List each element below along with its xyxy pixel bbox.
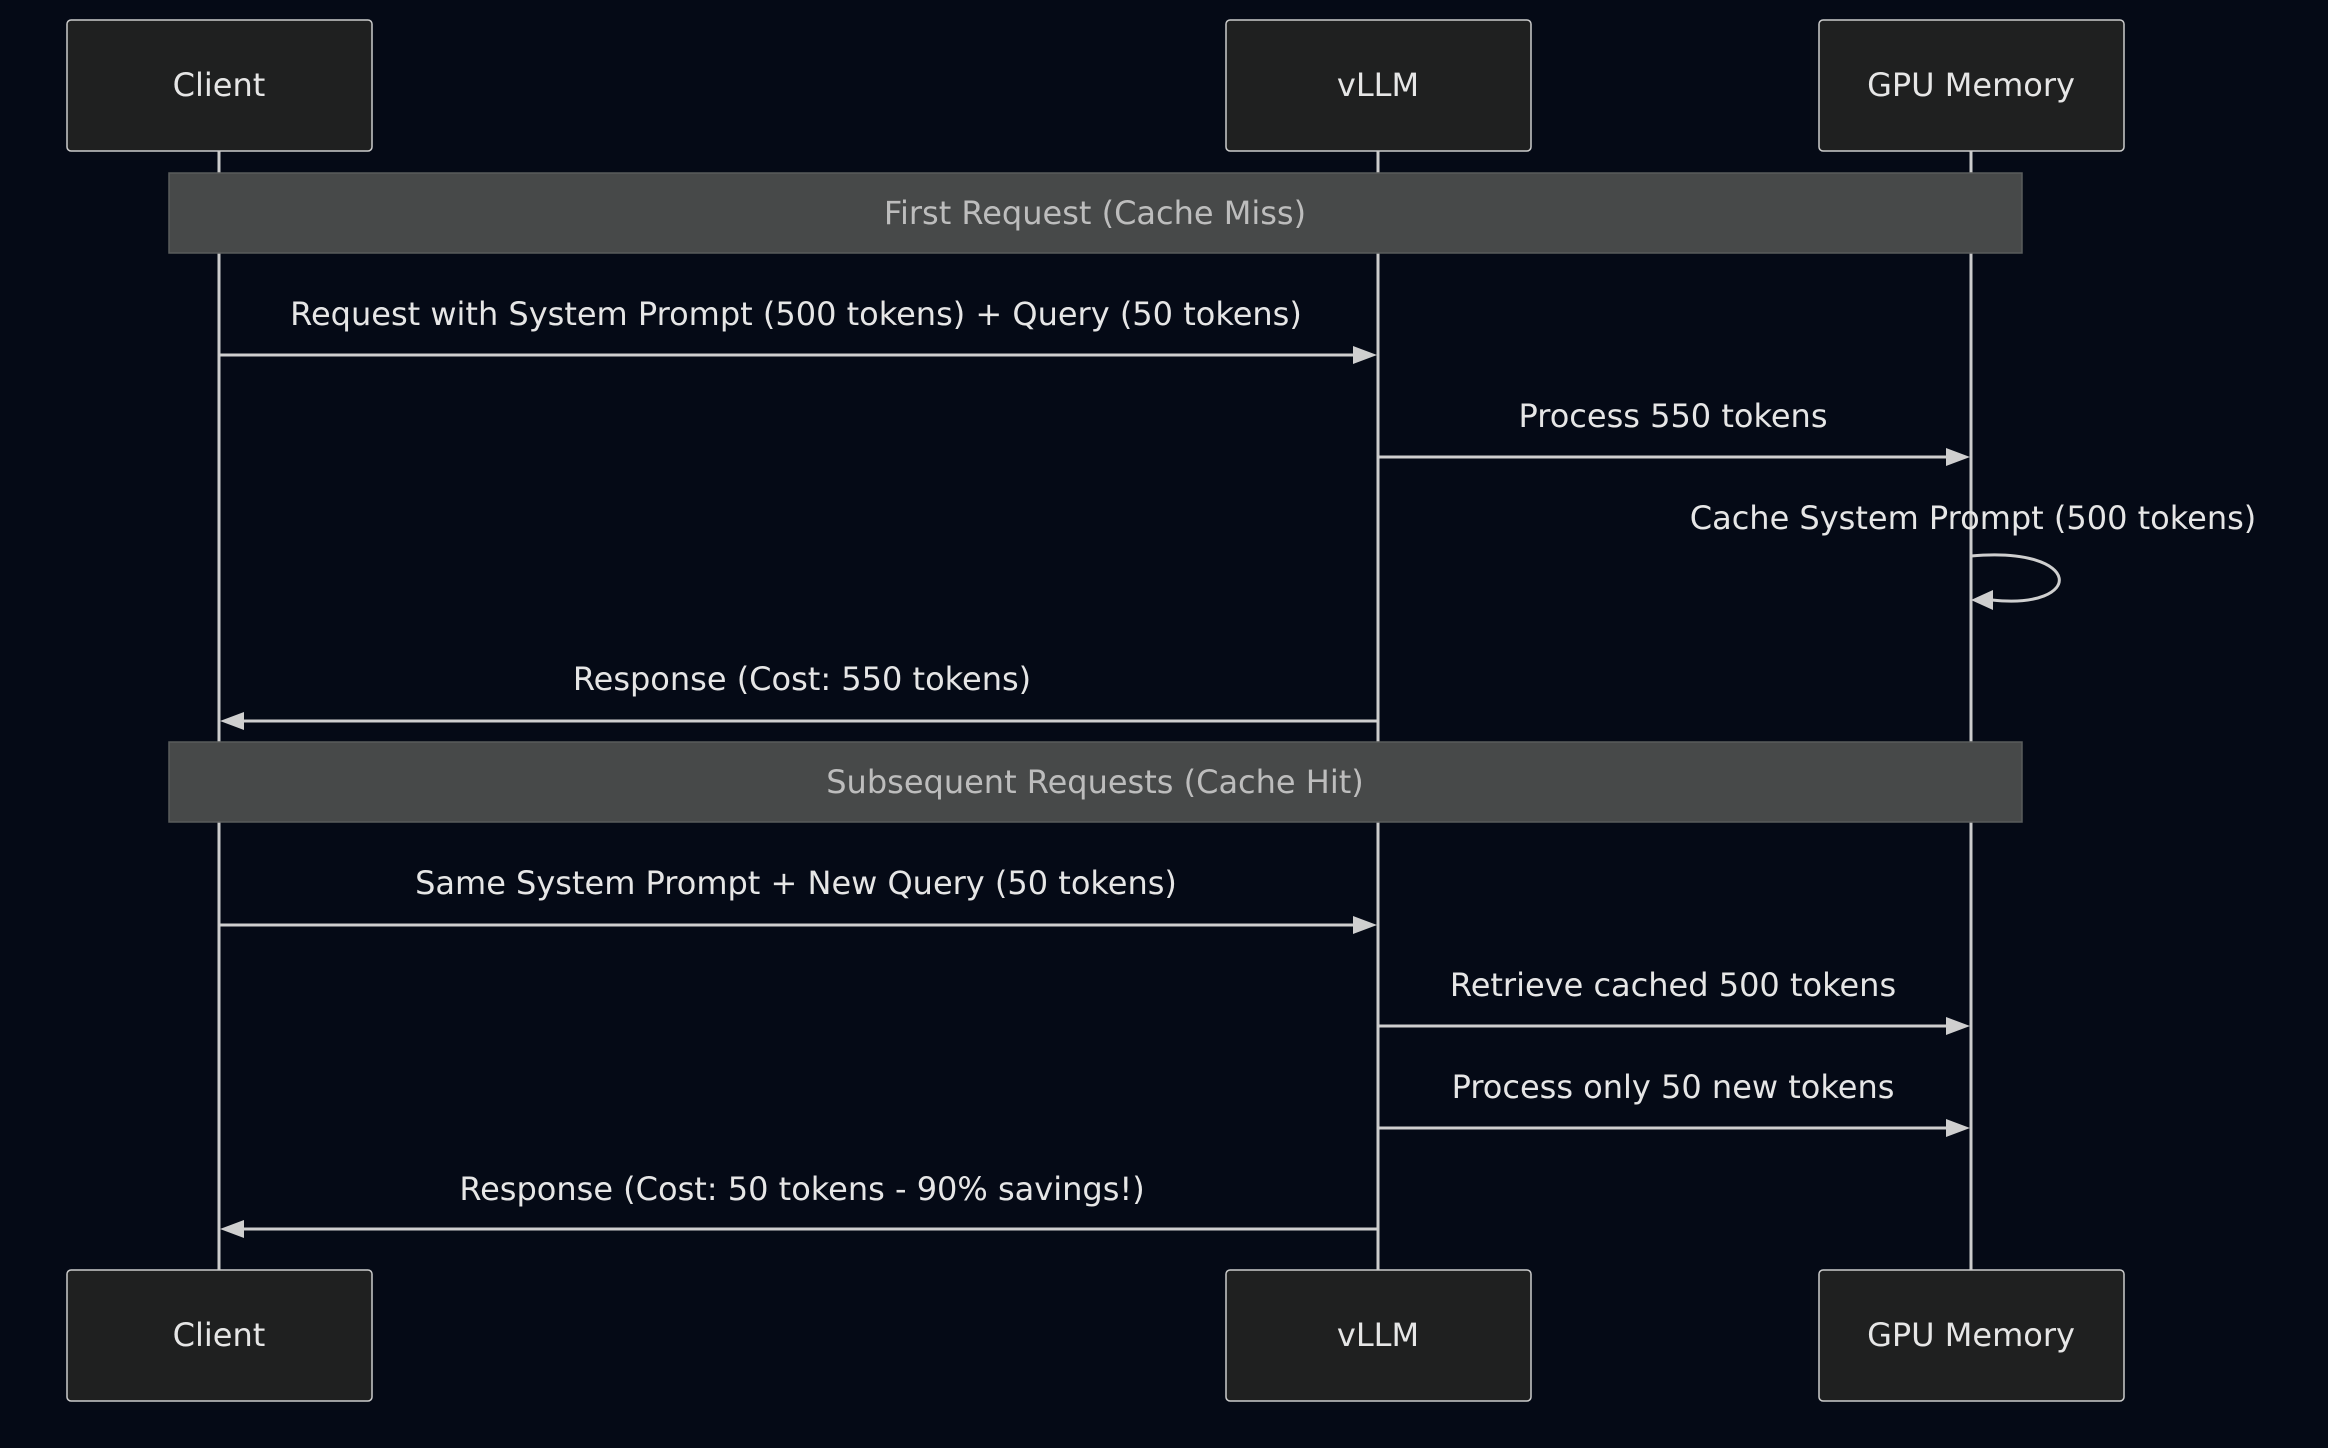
note-first-request: First Request (Cache Miss)	[168, 172, 2023, 254]
arrow-head	[220, 712, 244, 730]
message-label: Response (Cost: 550 tokens)	[573, 660, 1031, 698]
note-label: First Request (Cache Miss)	[884, 194, 1306, 232]
actor-label: vLLM	[1337, 1316, 1419, 1354]
note-label: Subsequent Requests (Cache Hit)	[826, 763, 1364, 801]
message-label: Process 550 tokens	[1519, 397, 1828, 435]
actor-label: GPU Memory	[1867, 66, 2075, 104]
actor-vllm-top[interactable]: vLLM	[1225, 19, 1532, 152]
arrow-head	[220, 1220, 244, 1238]
actor-gpu-memory-bottom[interactable]: GPU Memory	[1818, 1269, 2125, 1402]
actor-label: GPU Memory	[1867, 1316, 2075, 1354]
message-process-550: Process 550 tokens	[1378, 397, 1970, 466]
arrow-head	[1946, 1017, 1970, 1035]
arrow-head	[1353, 916, 1377, 934]
message-same-system-prompt: Same System Prompt + New Query (50 token…	[219, 864, 1377, 934]
message-label: Same System Prompt + New Query (50 token…	[415, 864, 1177, 902]
message-label: Response (Cost: 50 tokens - 90% savings!…	[459, 1170, 1144, 1208]
message-label: Request with System Prompt (500 tokens) …	[290, 295, 1302, 333]
message-response-50: Response (Cost: 50 tokens - 90% savings!…	[220, 1170, 1378, 1238]
actor-vllm-bottom[interactable]: vLLM	[1225, 1269, 1532, 1402]
note-subsequent-requests: Subsequent Requests (Cache Hit)	[168, 741, 2023, 823]
arrow-head	[1971, 590, 1993, 610]
message-retrieve-cached: Retrieve cached 500 tokens	[1378, 966, 1970, 1035]
actor-gpu-memory-top[interactable]: GPU Memory	[1818, 19, 2125, 152]
arrow-head	[1946, 448, 1970, 466]
actor-label: Client	[173, 1316, 266, 1354]
message-label: Process only 50 new tokens	[1452, 1068, 1895, 1106]
actor-label: Client	[173, 66, 266, 104]
actor-client-top[interactable]: Client	[66, 19, 373, 152]
message-response-550: Response (Cost: 550 tokens)	[220, 660, 1378, 730]
message-process-50-new: Process only 50 new tokens	[1378, 1068, 1970, 1137]
actor-client-bottom[interactable]: Client	[66, 1269, 373, 1402]
message-label: Cache System Prompt (500 tokens)	[1690, 499, 2257, 537]
message-request-system-prompt: Request with System Prompt (500 tokens) …	[219, 295, 1377, 364]
self-loop	[1970, 553, 2061, 603]
message-cache-system-prompt: Cache System Prompt (500 tokens)	[1690, 499, 2257, 610]
arrow-head	[1946, 1119, 1970, 1137]
actor-label: vLLM	[1337, 66, 1419, 104]
arrow-head	[1353, 346, 1377, 364]
message-label: Retrieve cached 500 tokens	[1450, 966, 1896, 1004]
